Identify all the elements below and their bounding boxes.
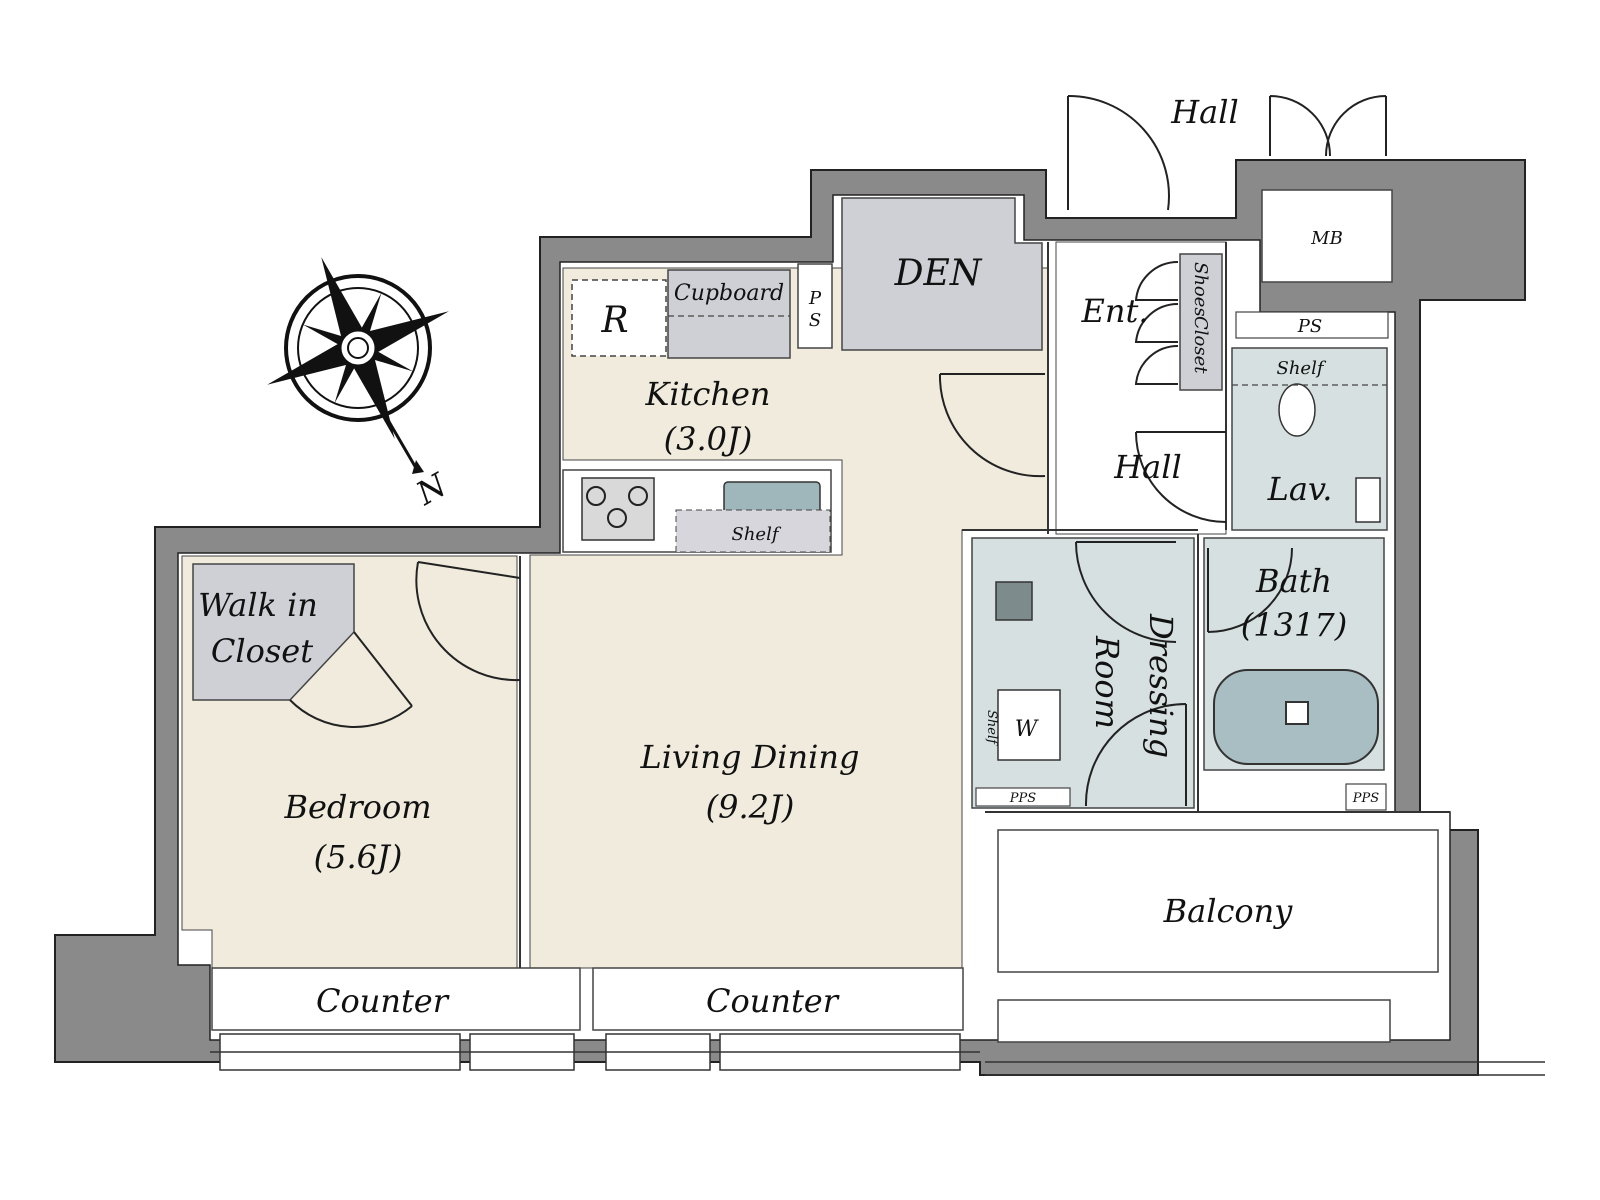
refrigerator-space [571, 279, 667, 357]
shoes-closet [1179, 253, 1223, 391]
label-bedroom-size: (5.6J) [314, 838, 403, 876]
label-living-dining: Living Dining [640, 738, 860, 776]
burner-icon [628, 486, 648, 506]
door-mb-right-swing [1325, 95, 1387, 157]
label-lav: Lav. [1267, 470, 1333, 508]
door-bath-swing [1207, 547, 1293, 633]
door-den-living-swing [938, 373, 1046, 478]
balcony-floor [997, 829, 1439, 973]
label-den: DEN [894, 253, 983, 294]
label-ps-kitchen-p: P [808, 288, 822, 309]
label-walk-in-closet: Closet [211, 632, 313, 670]
door-hall-lav-swing [1135, 431, 1227, 523]
label-refrigerator: R [600, 300, 628, 341]
label-bath: Bath [1255, 562, 1332, 600]
washbasin-icon [995, 581, 1033, 621]
pps-left-box [975, 787, 1071, 807]
walk-in-closet-floor [192, 563, 355, 701]
door-entrance-swing [1067, 94, 1170, 211]
label-shelf-lav: Shelf [1277, 358, 1327, 379]
burner-icon [607, 508, 627, 528]
drain-icon [1285, 701, 1309, 725]
burner-icon [586, 486, 606, 506]
label-shoes: Shoes [1190, 262, 1211, 317]
door-bedroom-swing [415, 561, 521, 682]
label-shelf-dressing: Shelf [984, 710, 999, 746]
label-walk-in: Walk in [198, 586, 318, 624]
label-ps-kitchen-s: S [809, 310, 821, 331]
label-mb: MB [1310, 228, 1343, 249]
door-dressing-swing [1075, 541, 1177, 643]
label-dressing-room: Room [1088, 635, 1126, 729]
label-bath-size: (1317) [1241, 606, 1347, 644]
label-counter-left: Counter [316, 982, 450, 1020]
compass-rose-icon [267, 257, 449, 474]
ps-kitchen-box [797, 263, 833, 349]
door-mb-left-swing [1269, 95, 1331, 157]
pps-right-box [1345, 783, 1387, 811]
balcony-rail [997, 999, 1391, 1043]
label-shelf-kitchen: Shelf [732, 524, 782, 545]
label-hall-top: Hall [1170, 93, 1238, 131]
label-cupboard: Cupboard [674, 281, 784, 306]
doors [289, 94, 1387, 807]
label-ps-top: PS [1297, 316, 1322, 337]
door-walkin-swing [289, 631, 413, 728]
label-pps-left: PPS [1009, 791, 1036, 806]
label-counter-right: Counter [706, 982, 840, 1020]
label-kitchen: Kitchen [644, 375, 770, 413]
label-dressing: Dressing [1142, 613, 1180, 758]
den-floor [841, 197, 1043, 351]
partitions [519, 242, 1450, 968]
mb-box [1261, 189, 1393, 283]
toilet-icon [1278, 383, 1316, 437]
label-ent: Ent. [1081, 292, 1149, 330]
kitchen-fixtures [562, 263, 833, 553]
door-balcony-swing [1084, 703, 1187, 807]
counter-right-surface [592, 967, 964, 1031]
wet-fixtures [975, 189, 1393, 811]
washer-icon [997, 689, 1061, 761]
door-shoes-1 [1134, 260, 1179, 301]
label-bedroom: Bedroom [283, 788, 431, 826]
kitchen-shelf [675, 509, 831, 553]
label-balcony: Balcony [1163, 892, 1294, 930]
label-kitchen-size: (3.0J) [664, 420, 753, 458]
lav-basin-icon [1355, 477, 1381, 523]
label-closet-shoes: Closet [1190, 316, 1211, 374]
door-shoes-2 [1134, 302, 1179, 343]
door-shoes-3 [1134, 344, 1179, 385]
label-living-size: (9.2J) [706, 788, 795, 826]
label-pps-right: PPS [1352, 791, 1379, 806]
cupboard [667, 269, 791, 359]
counter-left-surface [211, 967, 581, 1031]
label-hall-mid: Hall [1113, 448, 1181, 486]
ps-top-box [1235, 311, 1389, 339]
label-washer: W [1015, 717, 1040, 742]
